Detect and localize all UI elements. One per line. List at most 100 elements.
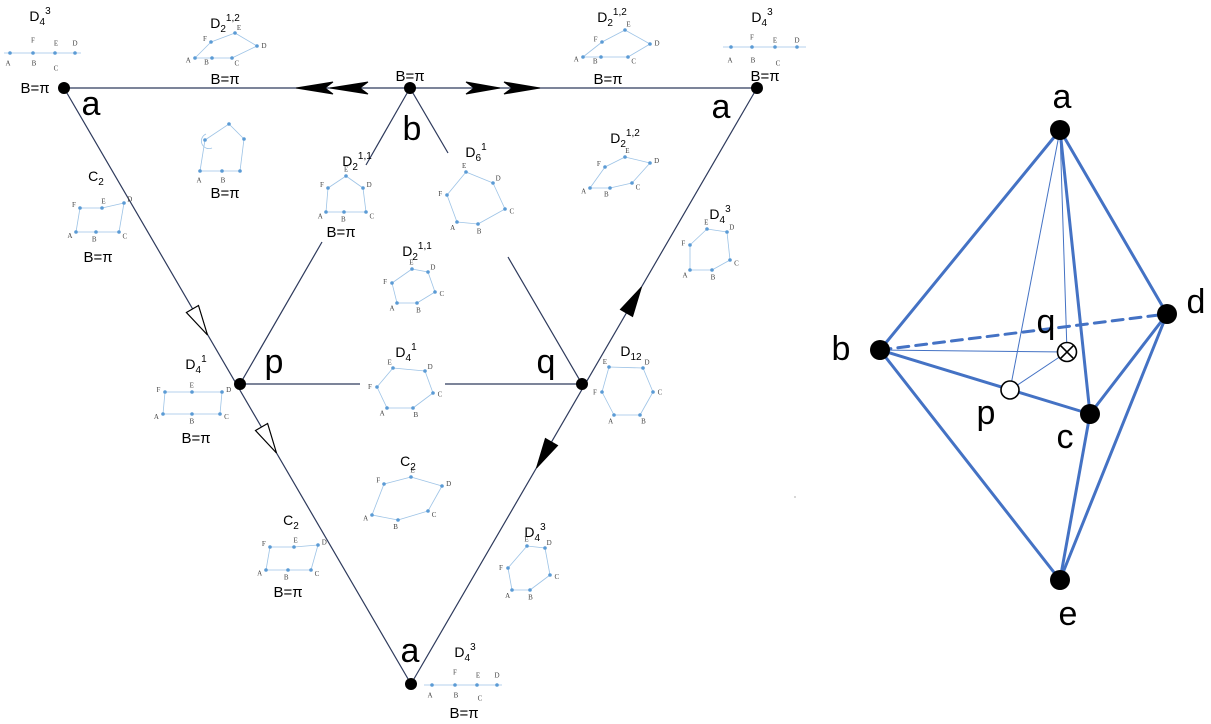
figure-vertex-dot <box>464 170 468 174</box>
figure-vertex-letter: C <box>554 573 559 581</box>
figure-vertex-dot <box>316 543 320 547</box>
figure-vertex-letter: D <box>322 538 327 546</box>
figure-edge <box>689 228 708 246</box>
figure-edge <box>544 547 551 576</box>
label-subscript: 4 <box>406 353 412 364</box>
vertex-dot-a-bottom <box>405 678 417 690</box>
figure-vertex-dot <box>342 210 346 214</box>
figure-edge <box>424 370 434 394</box>
figure-vertex-dot <box>190 390 194 394</box>
figure-vertex-dot <box>608 186 612 190</box>
figure-edge <box>310 544 319 571</box>
vertex-note-b: B=π <box>395 68 424 85</box>
edge-a-d <box>1058 128 1169 316</box>
figure-vertex-dot <box>122 201 126 205</box>
figure-vertex-letter: B <box>604 190 609 198</box>
figure-edge <box>427 485 443 512</box>
figure-vertex-dot <box>453 683 457 687</box>
figure-vertex-letter: C <box>224 413 229 421</box>
figure-vertex-letter: E <box>476 672 480 680</box>
label-superscript: 1,1 <box>358 151 372 162</box>
label-base: D <box>709 206 719 222</box>
figure-vertex-letter: C <box>636 183 641 191</box>
figure-vertex-dot <box>630 181 634 185</box>
figure-edge <box>371 514 399 521</box>
figure-vertex-dot <box>648 42 652 46</box>
figure-vertex-dot <box>31 51 35 55</box>
figure-edge <box>608 366 644 369</box>
figure-vertex-letter: C <box>369 212 374 220</box>
figure-vertex-letter: A <box>574 55 579 63</box>
label-subscript: 2 <box>412 252 418 263</box>
figure-edge <box>601 29 626 43</box>
figure-edge <box>210 32 236 43</box>
figure-symmetry-label: D43 <box>524 522 546 544</box>
figure-vertex-letter: A <box>682 271 687 279</box>
figure-vertex-letter: A <box>505 592 510 600</box>
label-superscript: 1,2 <box>613 7 627 18</box>
figure-vertex-letter: C <box>776 60 781 68</box>
figure-edge <box>239 138 245 172</box>
figure-vertex-letter: F <box>438 190 442 198</box>
edge-d-e <box>1058 312 1169 582</box>
figure-edge <box>412 392 434 409</box>
label-superscript: 3 <box>45 6 51 17</box>
label-superscript: 1,2 <box>226 13 240 24</box>
label-subscript: 2 <box>98 177 104 188</box>
edge-a-q <box>1059 129 1068 353</box>
figure-vertex-letter: E <box>410 467 414 475</box>
figure-note: B=π <box>210 71 239 88</box>
figure-vertex-letter: D <box>430 264 435 272</box>
label-subscript: 4 <box>40 17 46 28</box>
figure-edge <box>383 476 412 485</box>
figure-vertex-letter: E <box>462 162 466 170</box>
figure-vertex-dot <box>364 210 368 214</box>
figure-vertex-letter: E <box>101 198 105 206</box>
figure-vertex-letter: D <box>72 40 77 48</box>
label-subscript: 12 <box>631 352 643 363</box>
figure-vertex-letter: C <box>438 390 443 398</box>
figure-vertex-letter: F <box>31 37 35 45</box>
figure-edge <box>507 545 528 569</box>
figure-vertex-letter: D <box>729 223 734 231</box>
figure-edge <box>118 202 125 233</box>
figure-edge <box>199 139 206 172</box>
figure-vertex-letter: C <box>432 511 437 519</box>
bipyramid-label-b: b <box>832 330 851 368</box>
figure-edge <box>416 291 436 304</box>
figure-vertex-dot <box>255 44 259 48</box>
figure-vertex-dot <box>375 385 379 389</box>
figure-vertex-letter: F <box>593 389 597 397</box>
label-subscript: 2 <box>620 139 626 150</box>
figure-edge <box>397 510 429 521</box>
figure-vertex-letter: E <box>524 536 528 544</box>
figure-edge <box>711 259 731 271</box>
figure-edge <box>639 391 654 416</box>
figure-symmetry-label: D61 <box>465 142 487 164</box>
label-subscript: 4 <box>762 18 768 29</box>
figure-note: B=π <box>326 224 355 241</box>
figure-edge <box>726 231 731 261</box>
label-base: D <box>395 344 405 360</box>
figure-edge <box>507 567 513 591</box>
bipyramid-label-d: d <box>1187 283 1206 321</box>
figure-vertex-dot <box>476 222 480 226</box>
figure-vertex-letter: B <box>641 418 646 426</box>
figure-edge <box>410 476 443 487</box>
figure-vertex-letter: C <box>478 695 483 703</box>
figure-edge <box>219 391 223 415</box>
bipyramid-point-p-open-circle <box>1000 380 1020 400</box>
figure-vertex-dot <box>623 155 627 159</box>
bipyramid-label-e: e <box>1059 595 1078 633</box>
figure-vertex-dot <box>238 169 242 173</box>
figure-vertex-dot <box>8 51 12 55</box>
label-base: D <box>454 644 464 660</box>
label-base: D <box>185 356 195 372</box>
figure-vertex-dot <box>396 518 400 522</box>
figure-vertex-letter: B <box>528 594 533 602</box>
figure-vertex-letter: F <box>681 239 685 247</box>
label-base: C <box>283 512 293 528</box>
figure-vertex-letter: E <box>387 358 391 366</box>
figure-edge <box>706 228 728 233</box>
